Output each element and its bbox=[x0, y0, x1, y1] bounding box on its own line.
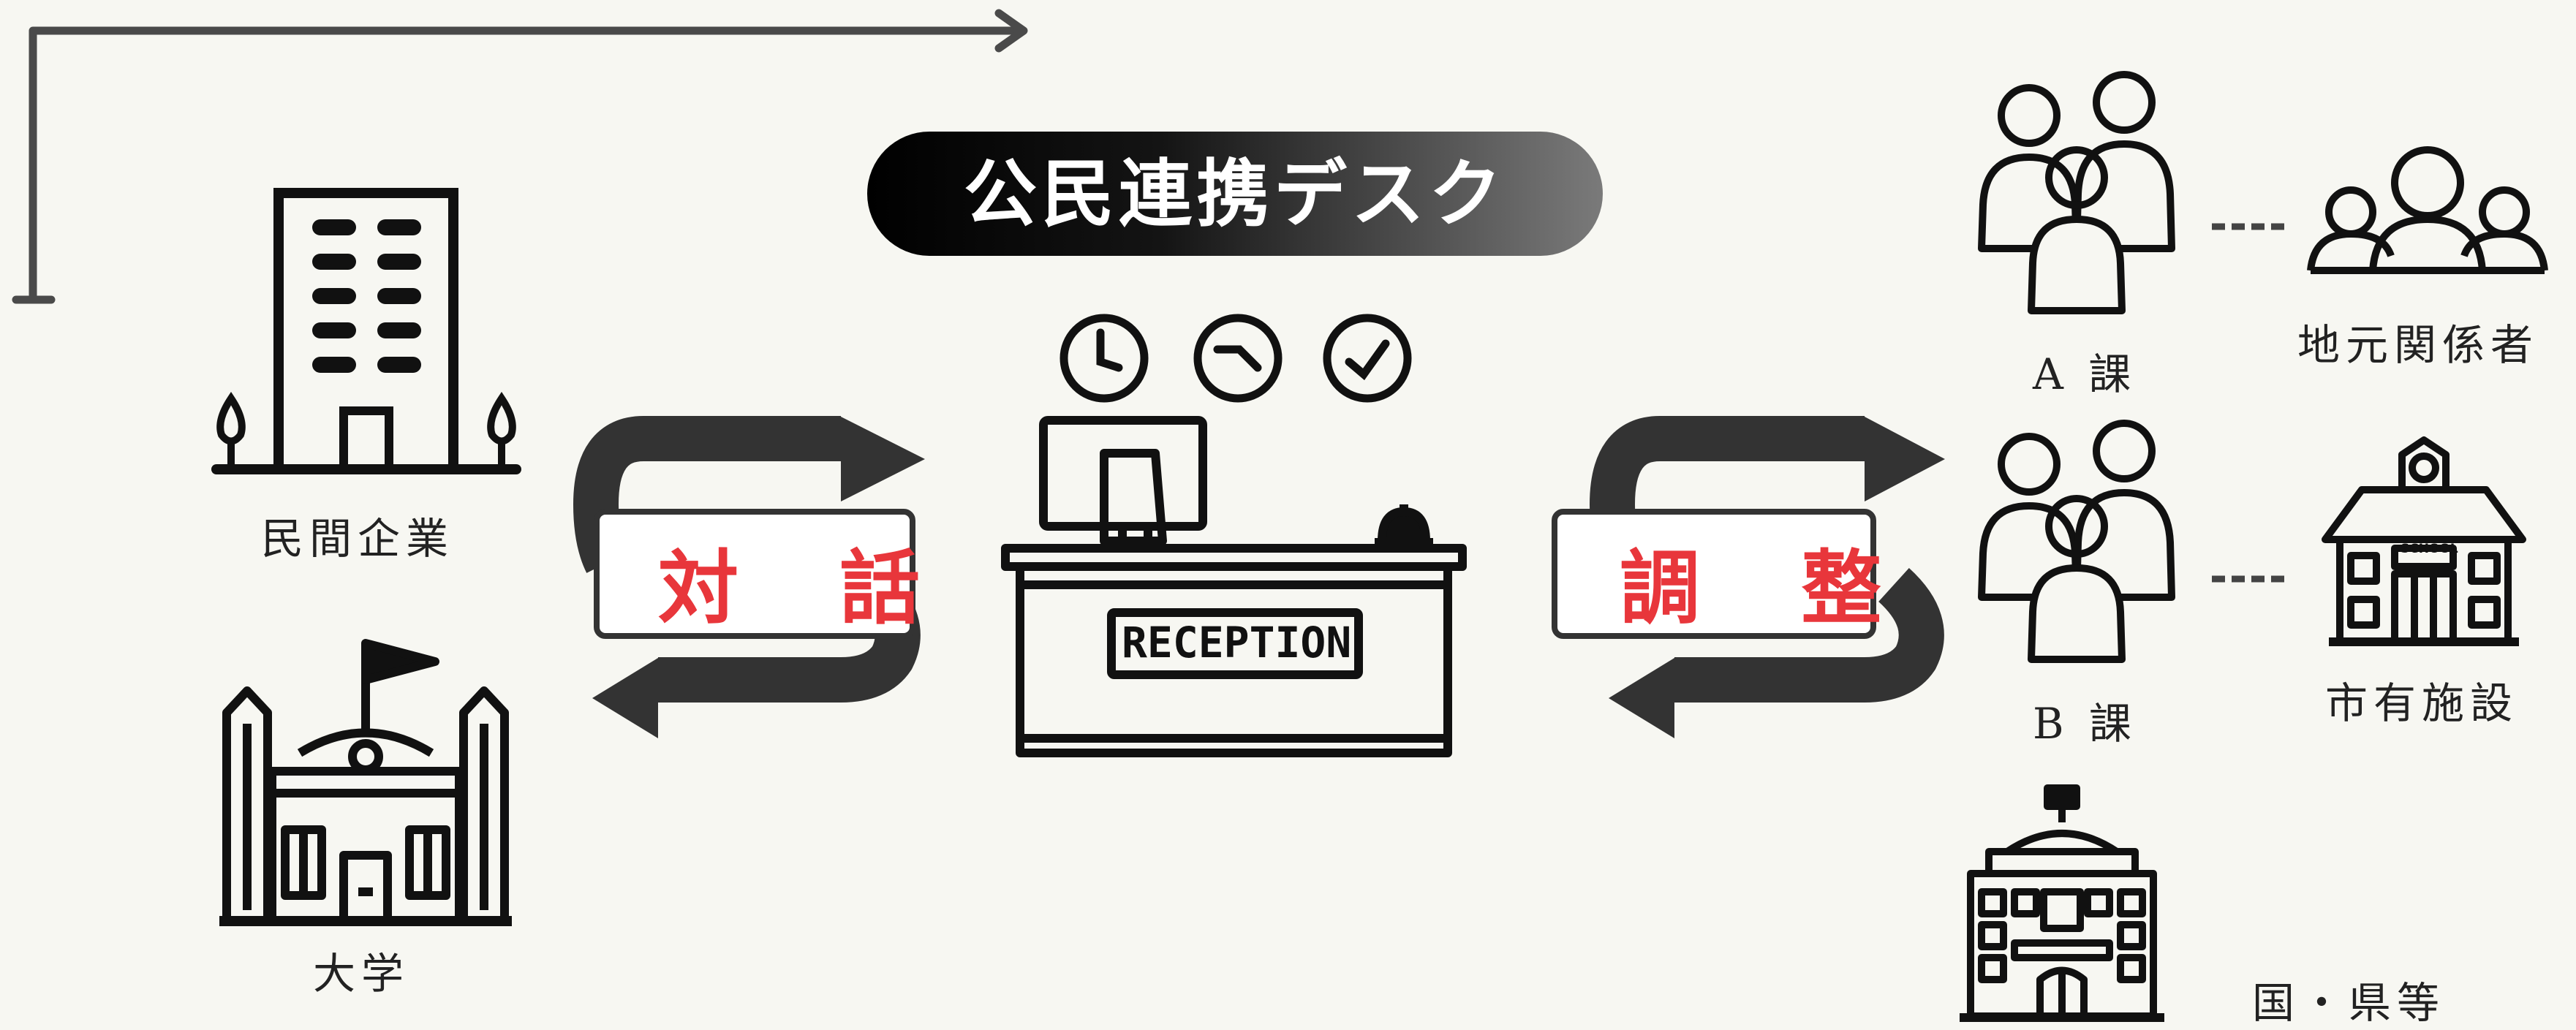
label-private-company: 民間企業 bbox=[261, 514, 455, 564]
clock-icon bbox=[1193, 314, 1283, 403]
coordination-label-box bbox=[1552, 509, 1876, 639]
label-city-facilities: 市有施設 bbox=[2325, 678, 2519, 728]
dialogue-label-box bbox=[594, 509, 915, 639]
office-building-icon bbox=[211, 188, 521, 474]
people-group-b-icon bbox=[1978, 420, 2175, 663]
clock-check-icon bbox=[1323, 314, 1412, 403]
label-reception: RECEPTION bbox=[1122, 618, 1352, 667]
label-dialogue: 対 話 bbox=[658, 541, 957, 635]
government-building-icon bbox=[1960, 784, 2164, 1022]
title-pill bbox=[867, 132, 1603, 256]
label-local-stakeholders: 地元関係者 bbox=[2297, 320, 2539, 370]
school-facility-icon bbox=[2322, 436, 2526, 646]
label-national-prefecture: 国・県等 bbox=[2252, 978, 2446, 1028]
people-group-a-icon bbox=[1978, 71, 2175, 314]
stakeholders-group-icon bbox=[2307, 146, 2548, 274]
label-coordination: 調 整 bbox=[1620, 541, 1919, 635]
clock-icon bbox=[1060, 314, 1149, 403]
label-dept-a: A 課 bbox=[2033, 349, 2137, 399]
page-title: 公民連携デスク bbox=[964, 151, 1506, 237]
label-dept-b: B 課 bbox=[2033, 699, 2138, 749]
university-icon bbox=[219, 639, 512, 926]
flow-arrow bbox=[12, 9, 1028, 304]
reception-desk-icon bbox=[1001, 416, 1467, 757]
label-university: 大学 bbox=[313, 949, 410, 999]
label-school-sign: SCHOOL bbox=[2401, 542, 2458, 556]
